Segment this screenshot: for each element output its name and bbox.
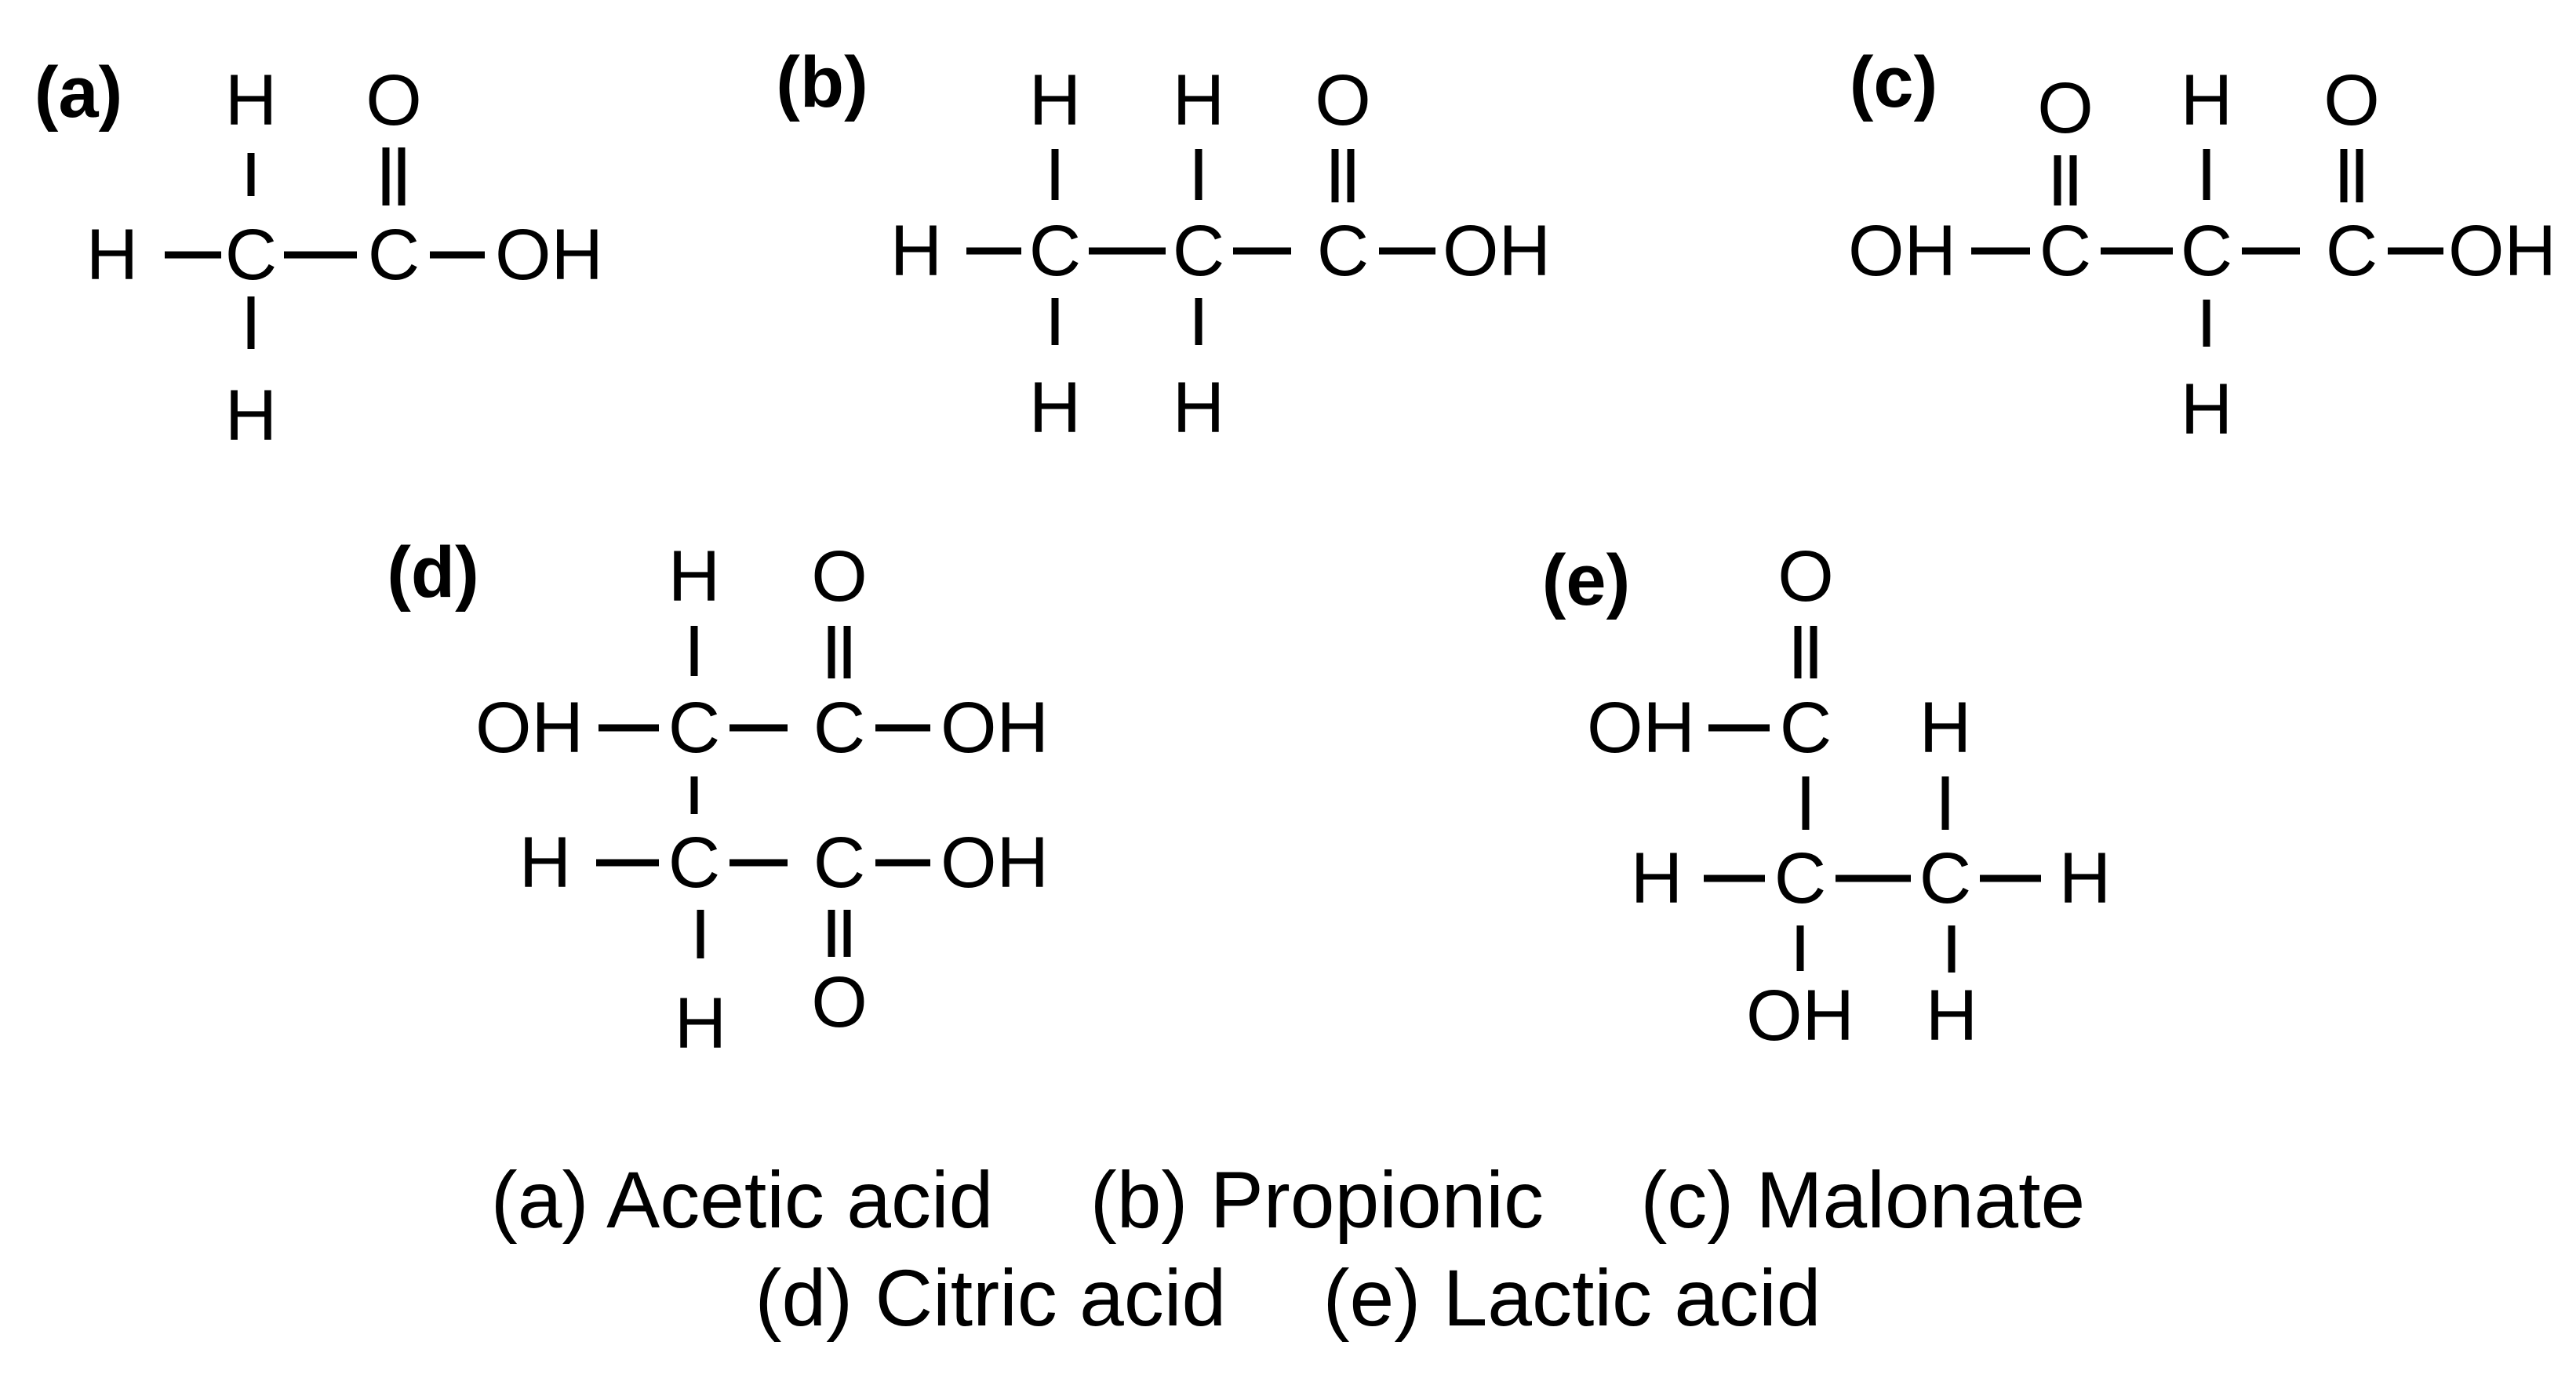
structure-a-acetic-acid: (a) H O H C C OH H (35, 53, 603, 456)
atom-b-h-top-2: H (1173, 60, 1224, 140)
atom-b-oh: OH (1443, 211, 1551, 291)
atom-d-o-bottom: O (811, 962, 868, 1042)
atom-e-c-alpha: C (1774, 838, 1826, 918)
atom-d-h-left: H (519, 823, 571, 903)
atom-e-h-left: H (1631, 838, 1683, 918)
atom-a-h-bottom: H (225, 376, 277, 456)
atom-a-c-carboxyl: C (368, 215, 420, 295)
atom-e-c-methyl: C (1919, 838, 1971, 918)
structure-c-malonate: (c) O H O OH C C C OH H (1848, 42, 2556, 449)
caption-line-2: (d) Citric acid (e) Lactic acid (755, 1253, 1821, 1343)
panel-label-e: (e) (1542, 540, 1630, 620)
atom-d-o-top: O (811, 536, 868, 616)
atom-c-c-right: C (2326, 211, 2378, 291)
atom-c-o-right: O (2323, 60, 2380, 140)
atom-d-c-lower: C (668, 823, 720, 903)
atom-a-h-top: H (225, 60, 277, 140)
atom-d-c-upper: C (668, 688, 720, 768)
atom-c-h-top: H (2181, 60, 2232, 140)
atom-b-h-left: H (890, 211, 942, 291)
atom-c-o-left: O (2037, 68, 2094, 148)
caption-item-d: (d) Citric acid (755, 1253, 1226, 1343)
atom-c-oh-right: OH (2448, 211, 2556, 291)
panel-label-c: (c) (1850, 42, 1937, 122)
atom-e-oh-bottom: OH (1746, 976, 1854, 1056)
figure-caption: (a) Acetic acid (b) Propionic (c) Malona… (491, 1155, 2085, 1343)
atom-e-h-bottom: H (1926, 976, 1977, 1056)
atom-d-c-carboxyl-upper: C (813, 688, 865, 768)
atom-b-c-carboxyl: C (1317, 211, 1369, 291)
atom-a-h-left: H (86, 215, 138, 295)
atom-a-oh: OH (495, 215, 603, 295)
caption-item-b: (b) Propionic (1090, 1155, 1544, 1245)
atom-c-oh-left: OH (1848, 211, 1956, 291)
panel-label-a: (a) (35, 53, 122, 133)
atom-e-h-right: H (2059, 838, 2111, 918)
atom-c-c-middle: C (2181, 211, 2232, 291)
atom-a-c-methyl: C (225, 215, 277, 295)
atom-b-h-top-1: H (1029, 60, 1081, 140)
atom-c-h-bottom: H (2181, 369, 2232, 449)
atom-b-c-2: C (1173, 211, 1224, 291)
atom-d-oh-upper-right: OH (941, 688, 1049, 768)
atom-b-h-bottom-2: H (1173, 368, 1224, 448)
panel-label-b: (b) (776, 42, 868, 122)
atom-e-h-top-right: H (1919, 688, 1971, 768)
caption-item-a: (a) Acetic acid (491, 1155, 994, 1245)
atom-c-c-left: C (2039, 211, 2091, 291)
atom-e-o-top: O (1777, 536, 1834, 616)
caption-item-e: (e) Lactic acid (1323, 1253, 1821, 1343)
atom-d-h-bottom: H (675, 984, 726, 1063)
atom-d-oh-left: OH (475, 688, 584, 768)
atom-d-c-carboxyl-lower: C (813, 823, 865, 903)
atom-e-c-carboxyl: C (1780, 688, 1832, 768)
atom-a-o-carbonyl: O (366, 60, 422, 140)
structure-e-lactic-acid: (e) O OH C H H C C H OH H (1542, 536, 2111, 1056)
structure-d-citric-acid: (d) H O OH C C OH H C C OH H O (387, 533, 1049, 1063)
atom-d-h-top: H (668, 536, 720, 616)
caption-line-1: (a) Acetic acid (b) Propionic (c) Malona… (491, 1155, 2085, 1245)
atom-b-o-carbonyl: O (1315, 60, 1371, 140)
atom-e-oh-top: OH (1587, 688, 1695, 768)
caption-item-c: (c) Malonate (1640, 1155, 2085, 1245)
atom-b-c-1: C (1029, 211, 1081, 291)
structure-b-propionic: (b) H H O H C C C OH H H (776, 42, 1551, 448)
panel-label-d: (d) (387, 533, 478, 613)
atom-b-h-bottom-1: H (1029, 368, 1081, 448)
atom-d-oh-lower-right: OH (941, 823, 1049, 903)
